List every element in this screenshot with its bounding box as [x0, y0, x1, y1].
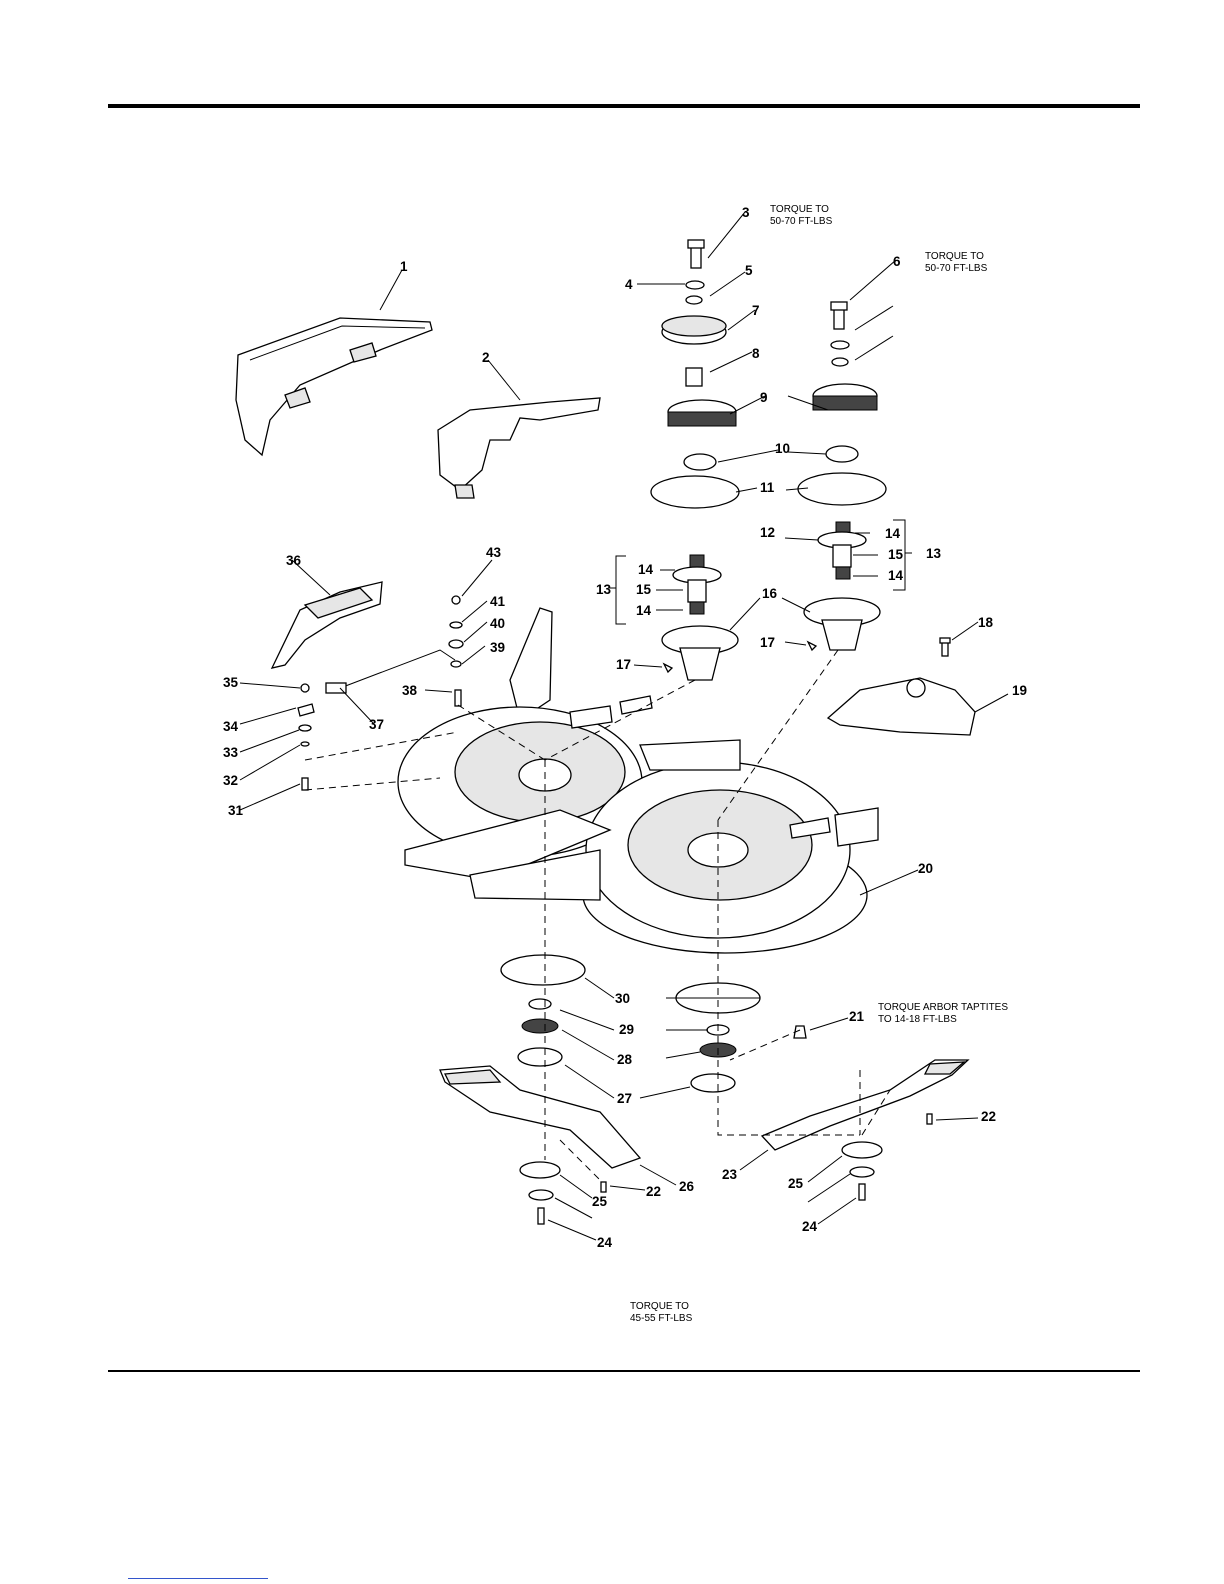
callout-9: 9	[760, 390, 768, 405]
callout-25-left: 25	[592, 1194, 608, 1209]
right-spindle-stack	[798, 302, 886, 650]
callout-14-left-lower: 14	[636, 603, 652, 618]
torque-note-bolt-6: TORQUE TO 50-70 FT-LBS	[925, 251, 988, 274]
callout-24-left: 24	[597, 1235, 613, 1250]
callout-21: 21	[849, 1009, 865, 1024]
callout-29: 29	[619, 1022, 634, 1037]
callout-6: 6	[893, 254, 901, 269]
callout-20: 20	[918, 861, 933, 876]
callout-14-left-upper: 14	[638, 562, 654, 577]
callout-31: 31	[228, 803, 244, 818]
part-18-bolt	[940, 638, 950, 656]
callout-8: 8	[752, 346, 760, 361]
callout-30: 30	[615, 991, 630, 1006]
callout-2: 2	[482, 350, 490, 365]
callout-34: 34	[223, 719, 239, 734]
callout-15-left: 15	[636, 582, 652, 597]
callout-24-right: 24	[802, 1219, 818, 1234]
blade-hardware-right	[842, 1114, 932, 1200]
footer-link-underline[interactable]	[128, 1578, 268, 1579]
callout-27: 27	[617, 1091, 632, 1106]
part-2-belt-cover	[438, 398, 600, 498]
callout-13-left: 13	[596, 582, 612, 597]
lower-left-arbor	[501, 955, 585, 1066]
callout-33: 33	[223, 745, 239, 760]
callout-23: 23	[722, 1167, 738, 1182]
callout-22-right: 22	[981, 1109, 996, 1124]
callout-35: 35	[223, 675, 239, 690]
part-23-right-blade	[762, 1060, 968, 1150]
callout-15-right: 15	[888, 547, 904, 562]
callout-32: 32	[223, 773, 238, 788]
callout-3: 3	[742, 205, 750, 220]
callout-40: 40	[490, 616, 505, 631]
torque-note-bolt-3: TORQUE TO 50-70 FT-LBS	[770, 204, 833, 227]
callout-18: 18	[978, 615, 994, 630]
footer-rule	[108, 1370, 1140, 1372]
callout-38: 38	[402, 683, 418, 698]
part-20-mower-deck	[398, 608, 878, 953]
callout-43: 43	[486, 545, 502, 560]
callout-10: 10	[775, 441, 790, 456]
callout-22-left: 22	[646, 1184, 661, 1199]
part-1-rear-shield	[236, 318, 432, 455]
callout-13-right: 13	[926, 546, 942, 561]
callout-39: 39	[490, 640, 505, 655]
callout-14-right-lower: 14	[888, 568, 904, 583]
callout-37: 37	[369, 717, 384, 732]
blade-hardware-left	[520, 1162, 606, 1224]
part-19-right-cover	[828, 678, 975, 735]
callout-41: 41	[490, 594, 506, 609]
callout-12: 12	[760, 525, 775, 540]
torque-note-blade: TORQUE TO 45-55 FT-LBS	[630, 1301, 693, 1324]
callout-14-right-upper: 14	[885, 526, 901, 541]
callout-36: 36	[286, 553, 302, 568]
callout-7: 7	[752, 303, 760, 318]
callout-17-right: 17	[760, 635, 775, 650]
part-26-left-blade	[440, 1066, 640, 1168]
part-36-deflector	[272, 582, 382, 668]
callout-5: 5	[745, 263, 753, 278]
callout-4: 4	[625, 277, 633, 292]
callout-25-right: 25	[788, 1176, 804, 1191]
callout-26: 26	[679, 1179, 695, 1194]
callout-1: 1	[400, 259, 408, 274]
callout-19: 19	[1012, 683, 1027, 698]
callout-17-left: 17	[616, 657, 631, 672]
callout-28: 28	[617, 1052, 633, 1067]
callout-11: 11	[760, 480, 775, 495]
torque-note-arbor: TORQUE ARBOR TAPTITES TO 14-18 FT-LBS	[878, 1002, 1011, 1025]
lower-right-arbor	[676, 983, 806, 1092]
callout-16: 16	[762, 586, 778, 601]
